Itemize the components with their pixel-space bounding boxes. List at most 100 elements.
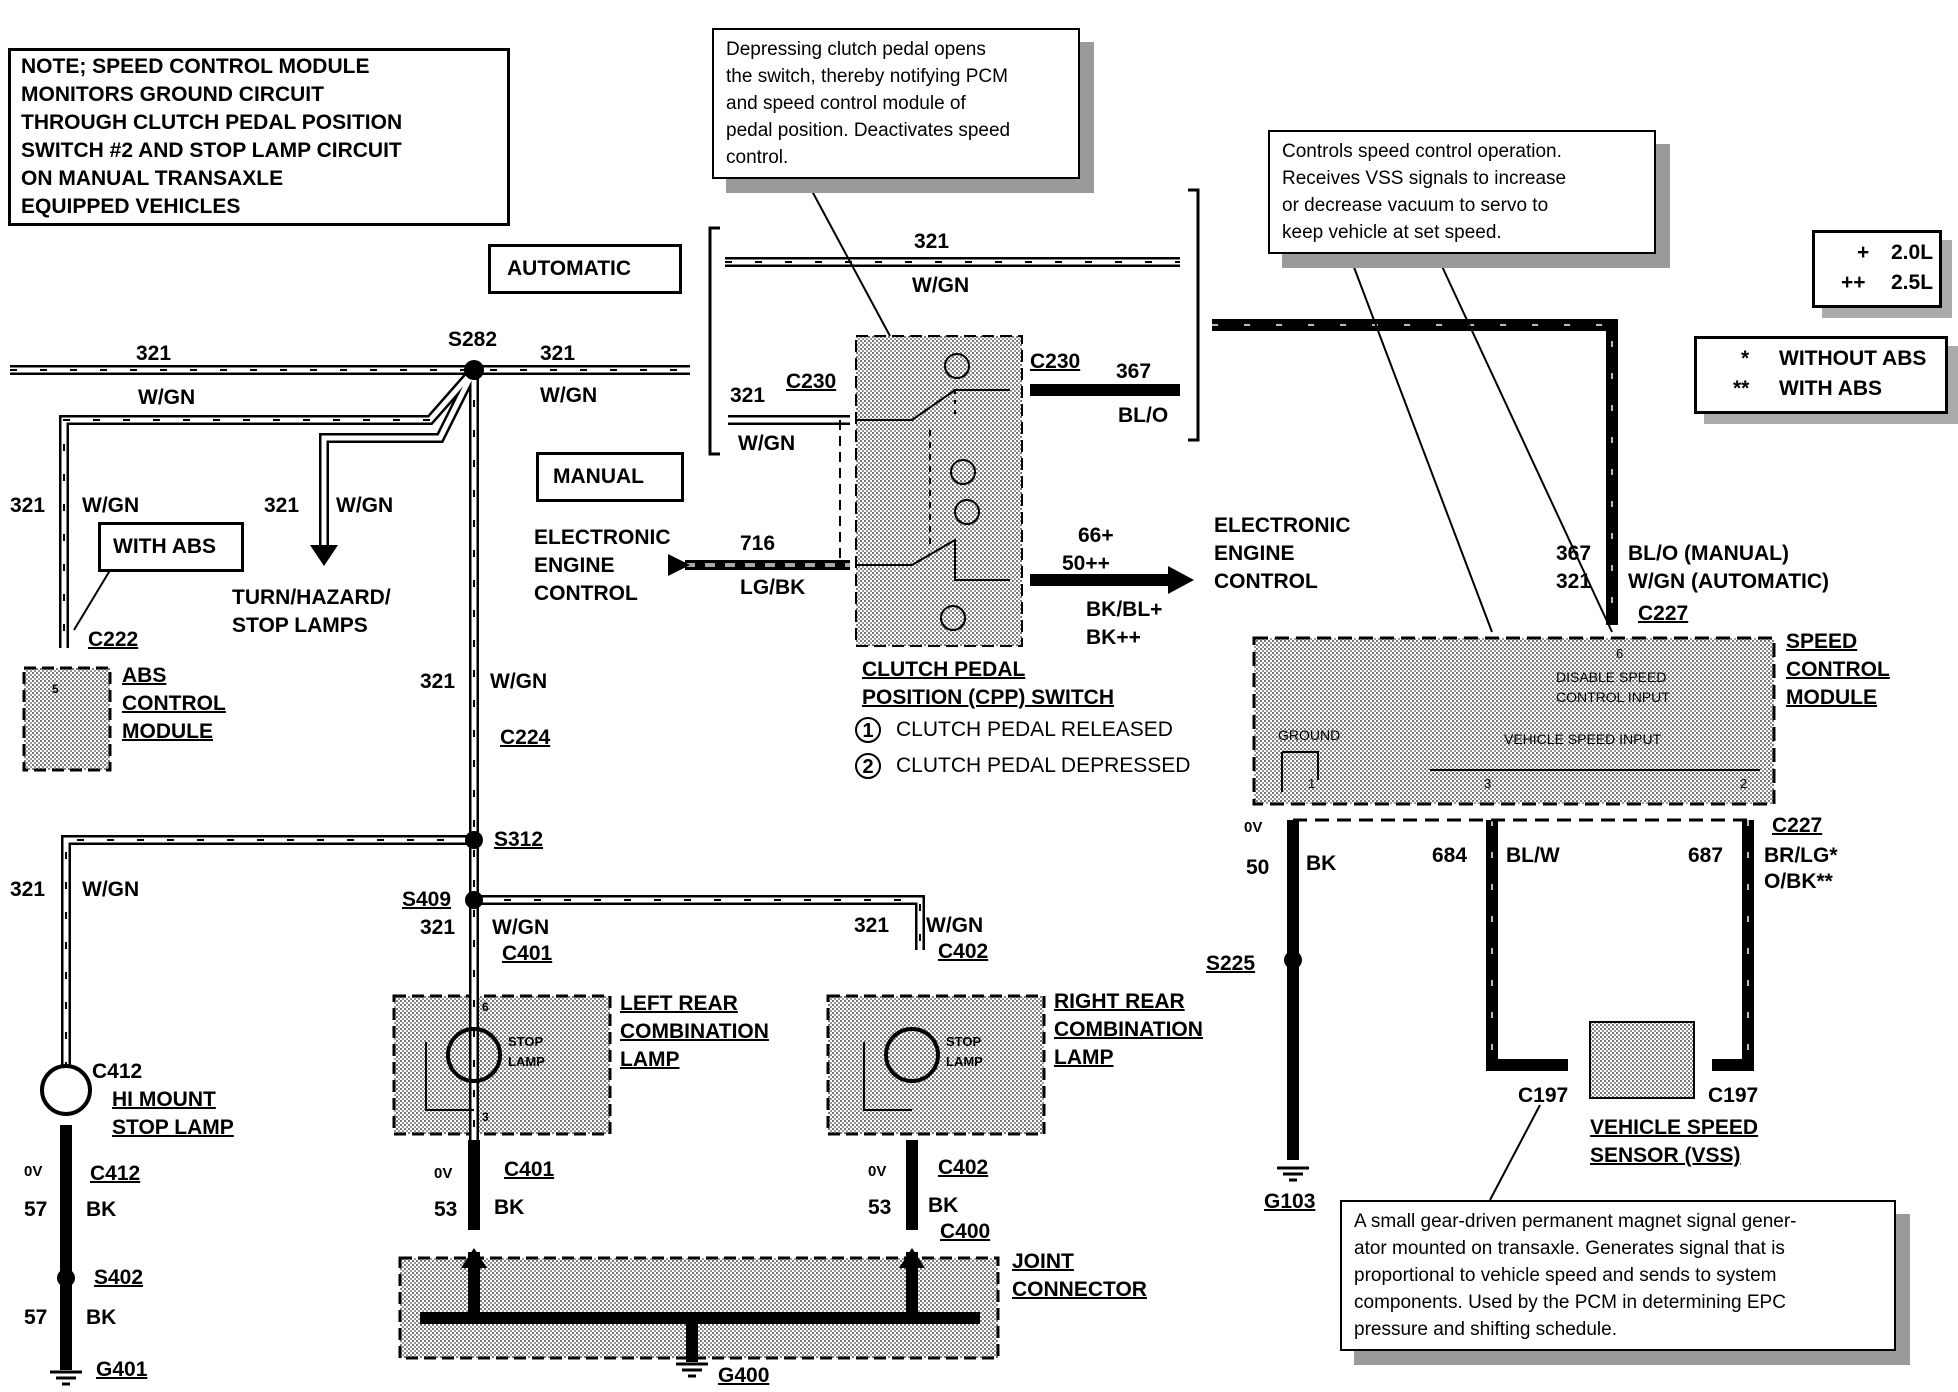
turn-hazard-label: STOP LAMPS [232,614,368,637]
wire-number: 50++ [1062,552,1110,575]
wire-color: BK [86,1198,117,1221]
wire-number: 321 [264,494,300,517]
vss-label: SENSOR (VSS) [1590,1144,1741,1167]
right-rear-lamp-label: LAMP [1054,1046,1114,1069]
scm-label: SPEED [1786,630,1858,653]
voltage-label: 0V [434,1165,453,1182]
turn-hazard-label: TURN/HAZARD/ [232,586,391,609]
wire-color: W/GN [490,670,548,693]
wire-color: BK [1306,852,1337,875]
joint-connector-label: JOINT [1012,1250,1074,1273]
right-rear-lamp-label: COMBINATION [1054,1018,1203,1041]
left-rear-lamp-label: LEFT REAR [620,992,738,1015]
pin-label: 6 [1616,646,1624,661]
wire-number: 53 [434,1198,458,1221]
eec-arrow-in [668,554,690,576]
cpp-title: CLUTCH PEDAL [862,658,1026,681]
eec-label: CONTROL [1214,570,1318,593]
note-box: NOTE; SPEED CONTROL MODULE MONITORS GROU… [8,48,510,226]
pin-label: 3 [1484,776,1492,791]
hi-mount-label: HI MOUNT [112,1088,216,1111]
legend-num-1: 1 [862,720,873,742]
vss-box [1589,1021,1695,1099]
connector-c402b: C402 [938,1156,989,1179]
connector-c400: C400 [940,1220,991,1243]
abs-module-label: ABS [122,664,167,687]
wire-color: LG/BK [740,576,806,599]
wire-color: W/GN [492,916,550,939]
splice-s312: S312 [494,828,544,851]
ground-g401: G401 [96,1358,148,1381]
ground-input-label: GROUND [1278,727,1341,743]
eec-label: ELECTRONIC [1214,514,1351,537]
scm-box [1252,636,1776,806]
wire-number: 321 [854,914,890,937]
abs-legend: * WITHOUT ABS ** WITH ABS [1694,336,1948,414]
wire-number: 321 [10,494,46,517]
pin-label: 5 [52,682,59,696]
wire-number: 321 [1556,570,1592,593]
wire-number: 321 [730,384,766,407]
connector-c227: C227 [1638,602,1689,625]
vss-callout: A small gear-driven permanent magnet sig… [1340,1200,1896,1351]
wire-color: BL/W [1506,844,1560,867]
ground-symbols [50,1166,1309,1386]
wire-number: 53 [868,1196,892,1219]
wire-number: 321 [10,878,46,901]
wire-number: 687 [1688,844,1724,867]
abs-module-label: MODULE [122,720,213,743]
note-line: ON MANUAL TRANSAXLE [21,167,284,190]
wire-color: W/GN [138,386,196,409]
left-rear-lamp-label: LAMP [620,1048,680,1071]
legend-released: CLUTCH PEDAL RELEASED [896,718,1173,741]
voltage-label: 0V [868,1163,887,1180]
wire-number: 321 [420,670,456,693]
wire-number: 367 [1556,542,1592,565]
stop-lamp-text: LAMP [946,1054,983,1069]
cpp-switch-box [855,335,1023,647]
splice-s225: S225 [1206,952,1256,975]
connector-c197: C197 [1518,1084,1569,1107]
connector-c230b: C230 [1030,350,1081,373]
wire-color: BK/BL+ [1086,598,1163,621]
wire-number: 716 [740,532,776,555]
wire-color: W/GN (AUTOMATIC) [1628,570,1830,593]
connector-c197b: C197 [1708,1084,1759,1107]
note-line: EQUIPPED VEHICLES [21,195,241,218]
stop-lamp-text: STOP [508,1034,544,1049]
note-line: SWITCH #2 AND STOP LAMP CIRCUIT [21,139,402,162]
connector-c412b: C412 [90,1162,141,1185]
wire-color: W/GN [336,494,394,517]
wire-color: BK [494,1196,525,1219]
legend-num-2: 2 [862,756,873,778]
connector-c402: C402 [938,940,989,963]
pin-label: 2 [1740,776,1748,791]
scm-label: CONTROL [1786,658,1890,681]
wire-color: BK++ [1086,626,1141,649]
wire-color: BL/O [1118,404,1169,427]
wire-color: O/BK** [1764,870,1833,893]
vehicle-speed-input-label: VEHICLE SPEED INPUT [1504,731,1662,747]
vss-label: VEHICLE SPEED [1590,1116,1759,1139]
eec-label: ENGINE [534,554,615,577]
pin-label: 3 [482,1110,489,1124]
note-line: NOTE; SPEED CONTROL MODULE [21,55,370,78]
wire-color: W/GN [926,914,984,937]
connector-c224: C224 [500,726,551,749]
connector-c412: C412 [92,1060,143,1083]
automatic-tag: AUTOMATIC [488,244,682,294]
wire-number: 321 [420,916,456,939]
wire-color: BK [928,1194,959,1217]
note-line: MONITORS GROUND CIRCUIT [21,83,324,106]
stop-lamp-text: LAMP [508,1054,545,1069]
stop-lamp-text: STOP [946,1034,982,1049]
disable-speed-label: DISABLE SPEED [1556,669,1667,685]
manual-tag: MANUAL [536,452,684,502]
eec-label: CONTROL [534,582,638,605]
wire-color: W/GN [738,432,796,455]
wire-number: 321 [136,342,172,365]
connector-c401: C401 [502,942,553,965]
wire-color: W/GN [82,878,140,901]
connector-c222: C222 [88,628,139,651]
